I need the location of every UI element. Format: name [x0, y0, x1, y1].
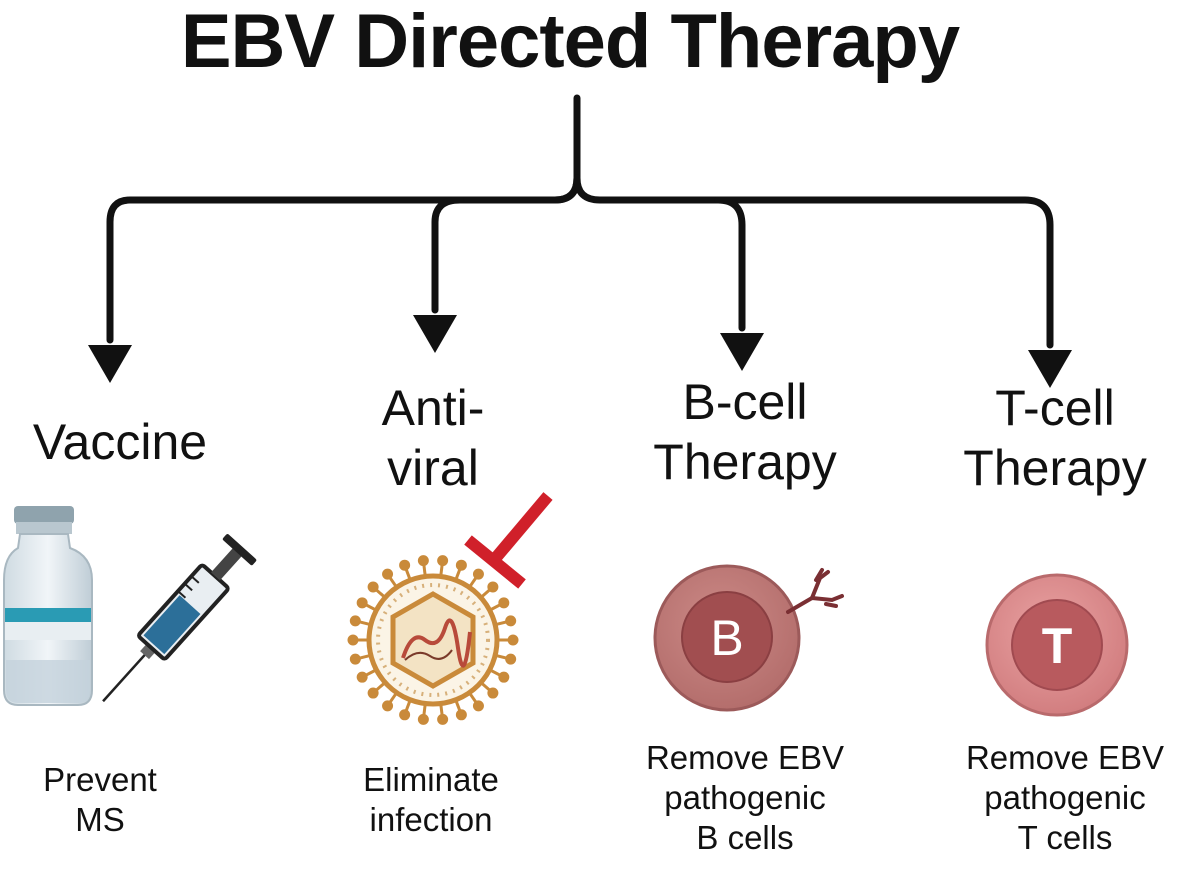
virus-spike-tip	[505, 615, 517, 627]
virus-spike-tip	[487, 687, 499, 699]
branch-line-vaccine	[106, 174, 581, 344]
arrowheads	[88, 315, 1072, 388]
b-cell-letter: B	[710, 610, 743, 666]
virus-spike-tip	[349, 615, 361, 627]
branch-label-bcell: B-cell Therapy	[653, 374, 837, 490]
virus-spike-tip	[349, 653, 361, 665]
b-cell-icon: B	[653, 564, 801, 712]
virus-spike-tip	[417, 713, 429, 725]
virus-spike-tip	[498, 671, 510, 683]
branch-description-vaccine: Prevent MS	[43, 761, 157, 838]
branch-label-antiviral: Anti- viral	[381, 380, 485, 496]
virus-spike-tip	[382, 568, 394, 580]
branch-description-bcell: Remove EBV pathogenic B cells	[645, 739, 845, 856]
inhibit-icon	[464, 492, 553, 589]
t-cell-icon: T	[985, 573, 1129, 717]
virus-spike-tip	[472, 700, 484, 712]
branch-description-antiviral: Eliminate infection	[363, 761, 499, 838]
virus-spike-tip	[437, 713, 449, 725]
virus-spike-tip	[347, 634, 359, 646]
virus-spike-tip	[367, 687, 379, 699]
virus-spike-tip	[399, 709, 411, 721]
diagram-title: EBV Directed Therapy	[180, 0, 960, 84]
virus-spike-tip	[472, 568, 484, 580]
branch-line-tcell	[714, 196, 1054, 349]
branch-label-vaccine: Vaccine	[32, 414, 208, 470]
t-cell-letter: T	[1042, 618, 1073, 674]
virus-spike-tip	[356, 671, 368, 683]
virus-icon	[347, 555, 519, 725]
virus-spike-tip	[382, 700, 394, 712]
branch-description-tcell: Remove EBV pathogenic T cells	[965, 739, 1165, 856]
syringe-icon	[102, 534, 257, 703]
virus-spike-tip	[367, 581, 379, 593]
arrowhead-antiviral	[413, 315, 457, 353]
virus-spike-tip	[498, 597, 510, 609]
connector-tree	[106, 94, 1054, 349]
trunk-line	[456, 94, 581, 204]
virus-spike-tip	[417, 555, 429, 567]
virus-spike-tip	[356, 597, 368, 609]
virus-spike-tip	[437, 555, 449, 567]
virus-spike-tip	[487, 581, 499, 593]
virus-spike-tip	[455, 709, 467, 721]
vaccine-vial-icon	[3, 506, 93, 706]
branch-line-antiviral	[431, 196, 464, 314]
arrowhead-vaccine	[88, 345, 132, 383]
virus-spike-tip	[399, 559, 411, 571]
branch-label-tcell: T-cell Therapy	[963, 380, 1147, 496]
virus-spike-tip	[455, 559, 467, 571]
virus-spike-tip	[505, 653, 517, 665]
arrowhead-tcell	[1028, 350, 1072, 388]
arrowhead-bcell	[720, 333, 764, 371]
antibody-icon	[786, 568, 844, 614]
virus-spike-tip	[507, 634, 519, 646]
